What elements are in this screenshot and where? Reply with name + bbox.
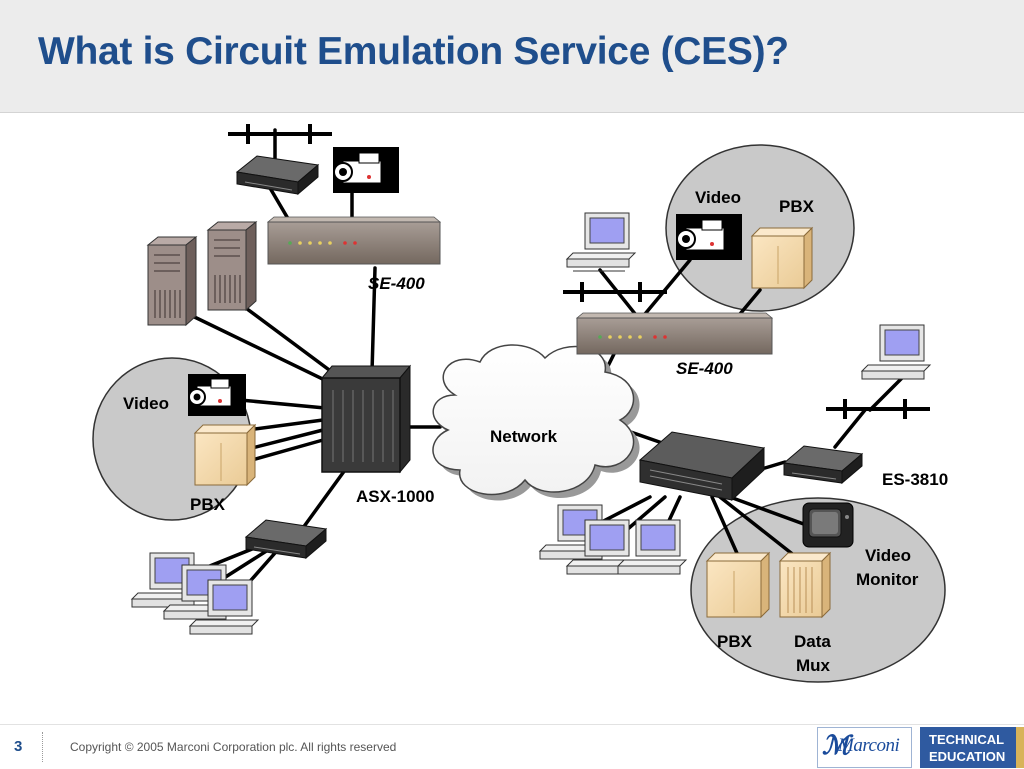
badge-line-education: EDUCATION	[929, 749, 1006, 764]
data-mux-icon	[778, 551, 832, 619]
pbx-box-icon	[705, 551, 771, 619]
video-monitor-icon	[802, 502, 854, 548]
label-video-right: Video	[695, 188, 741, 207]
label-video-left: Video	[123, 394, 169, 413]
video-camera-icon	[188, 374, 246, 416]
label-video-monitor-line1: Video	[865, 546, 911, 565]
modem-top	[235, 155, 320, 196]
label-video-monitor-line2: Monitor	[856, 570, 919, 589]
marconi-logo-text: Marconi	[838, 735, 900, 756]
se400-top-device	[266, 216, 442, 265]
video-camera-icon	[333, 147, 399, 193]
pbx-box-icon	[193, 423, 257, 487]
label-data-mux-line1: Data	[794, 632, 831, 651]
pc-computer-icon	[188, 579, 260, 635]
pc-computer-icon	[565, 212, 637, 272]
marconi-logo-swoosh-icon: ℳ	[822, 731, 850, 760]
network-cloud	[432, 344, 640, 501]
label-se400-top: SE-400	[368, 274, 425, 293]
label-se400-right: SE-400	[676, 359, 733, 378]
asx1000-switch	[320, 364, 412, 474]
slide-header: What is Circuit Emulation Service (CES)?	[0, 0, 1024, 113]
label-network: Network	[490, 427, 558, 446]
se400-right-device	[575, 312, 774, 355]
footer-divider	[42, 732, 44, 762]
pc-computer-icon	[565, 519, 637, 575]
technical-education-badge	[920, 727, 1016, 768]
label-pbx-left: PBX	[190, 495, 226, 514]
pbx-box-icon	[750, 226, 814, 290]
modem-bottom	[244, 519, 328, 560]
ethernet-switch	[638, 431, 766, 502]
slide-title: What is Circuit Emulation Service (CES)?	[38, 30, 789, 73]
page-number: 3	[14, 738, 23, 755]
badge-accent-stripe	[1016, 727, 1024, 768]
label-asx1000: ASX-1000	[356, 487, 434, 506]
server-tower-1	[146, 235, 198, 327]
label-es3810: ES-3810	[882, 470, 948, 489]
connection-lines	[178, 128, 907, 606]
badge-line-technical: TECHNICAL	[929, 732, 1005, 747]
label-pbx-bottom: PBX	[717, 632, 753, 651]
pc-computer-icon	[616, 519, 688, 575]
label-data-mux-line2: Mux	[796, 656, 831, 675]
copyright-text: Copyright © 2005 Marconi Corporation plc…	[70, 740, 397, 754]
marconi-logo	[817, 727, 912, 768]
lan-bars	[228, 124, 930, 419]
pc-computer-icon	[860, 324, 932, 380]
es3810-device	[782, 445, 864, 485]
label-pbx-right: PBX	[779, 197, 815, 216]
video-camera-icon	[676, 214, 742, 260]
server-tower-2	[206, 220, 258, 312]
